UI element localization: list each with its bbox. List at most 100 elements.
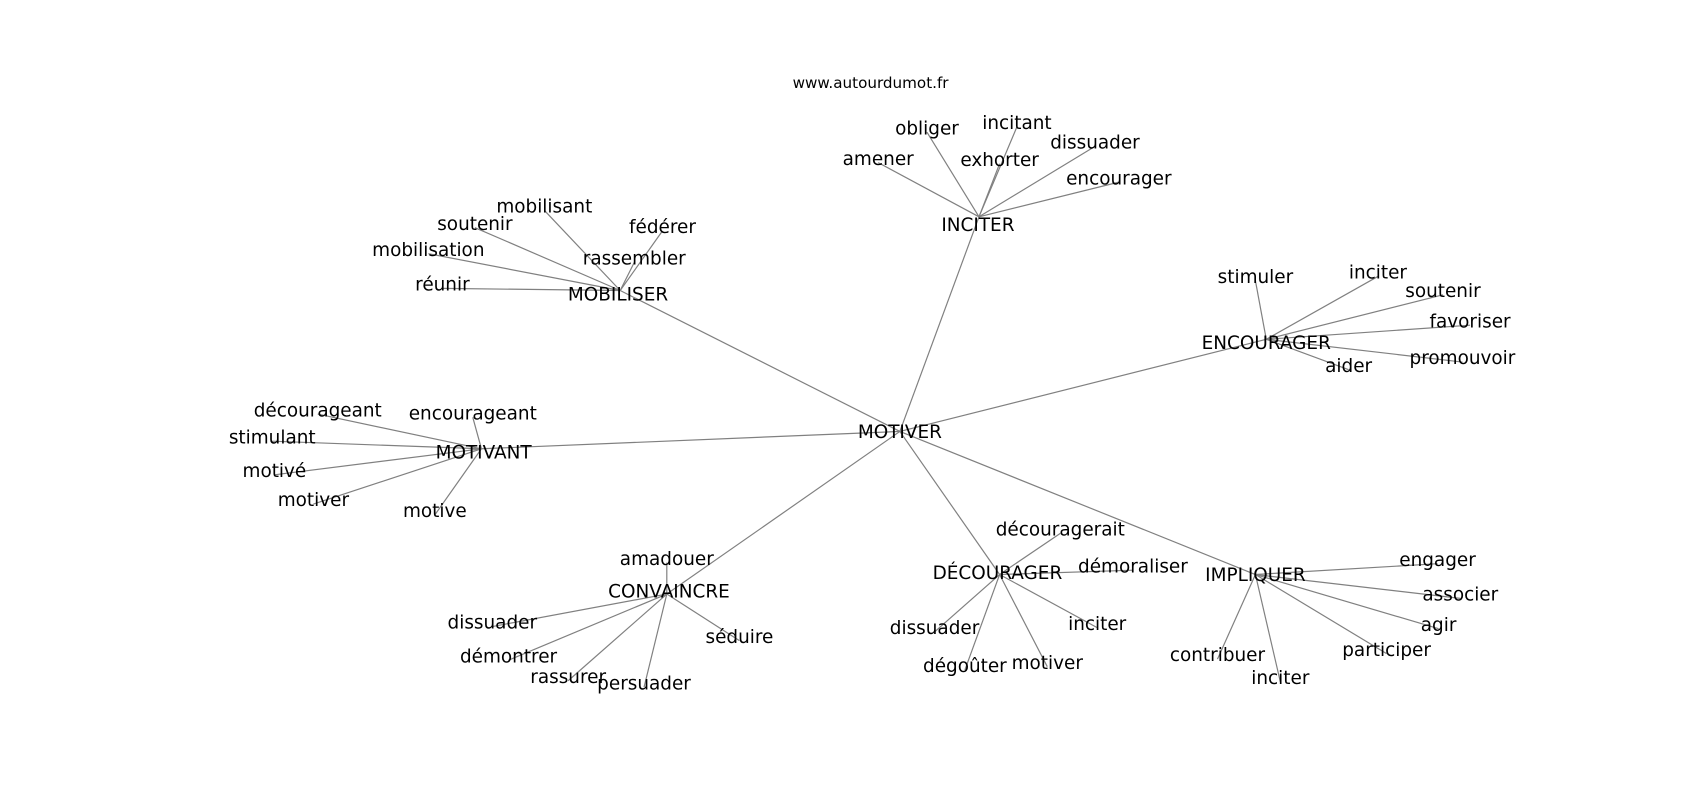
node-leaf[interactable]: associer — [1422, 585, 1498, 606]
edge-0-1 — [926, 131, 980, 218]
node-leaf[interactable]: promouvoir — [1410, 348, 1516, 369]
node-leaf[interactable]: réunir — [415, 275, 470, 296]
node-leaf[interactable]: amener — [843, 149, 915, 170]
node-leaf[interactable]: inciter — [1251, 668, 1310, 689]
node-leaf[interactable]: aider — [1325, 356, 1372, 377]
edge-5-0 — [999, 532, 1061, 576]
edge-root-4 — [666, 430, 901, 595]
edge-4-4 — [567, 593, 668, 682]
node-cluster[interactable]: CONVAINCRE — [608, 581, 730, 602]
node-leaf[interactable]: participer — [1342, 640, 1431, 661]
edge-0-0 — [877, 162, 980, 218]
edge-5-5 — [999, 574, 1048, 667]
node-leaf[interactable]: dissuader — [890, 618, 980, 639]
node-leaf[interactable]: stimuler — [1218, 267, 1294, 288]
node-leaf[interactable]: dégoûter — [923, 656, 1007, 677]
node-leaf[interactable]: démontrer — [460, 646, 558, 667]
edge-6-4 — [1255, 574, 1387, 655]
node-leaf[interactable]: dissuader — [448, 613, 538, 634]
node-leaf[interactable]: amadouer — [620, 549, 714, 570]
node-leaf[interactable]: encourager — [1066, 168, 1172, 189]
node-cluster[interactable]: IMPLIQUER — [1205, 565, 1306, 586]
node-leaf[interactable]: persuader — [597, 673, 691, 694]
node-leaf[interactable]: démoraliser — [1078, 556, 1188, 577]
edge-5-1 — [999, 569, 1133, 576]
edge-4-1 — [492, 593, 667, 628]
edge-1-2 — [619, 230, 663, 291]
edge-1-0 — [543, 209, 621, 291]
node-leaf[interactable]: motivé — [243, 461, 307, 482]
node-leaf[interactable]: dissuader — [1050, 133, 1140, 154]
node-leaf[interactable]: incitant — [982, 113, 1051, 134]
node-leaf[interactable]: encourageant — [409, 404, 537, 425]
node-leaf[interactable]: mobilisant — [496, 196, 592, 217]
edge-1-1 — [474, 227, 621, 292]
node-leaf[interactable]: motiver — [1012, 653, 1084, 674]
edge-root-5 — [899, 431, 1001, 575]
edges — [272, 126, 1471, 688]
node-leaf[interactable]: découragerait — [996, 520, 1125, 541]
edge-4-5 — [643, 593, 668, 688]
edge-root-1 — [619, 289, 901, 432]
node-cluster[interactable]: MOBILISER — [568, 284, 668, 305]
edge-3-4 — [313, 448, 482, 505]
node-leaf[interactable]: rassurer — [530, 667, 606, 688]
edge-root-2 — [899, 338, 1267, 433]
node-leaf[interactable]: favoriser — [1430, 311, 1512, 332]
node-leaf[interactable]: rassembler — [583, 248, 686, 269]
edge-root-6 — [899, 430, 1256, 576]
edge-2-5 — [1266, 338, 1349, 371]
edge-5-4 — [964, 574, 1001, 671]
edge-root-3 — [481, 430, 900, 450]
edge-2-0 — [1254, 280, 1267, 340]
edge-3-2 — [272, 440, 482, 450]
edge-6-0 — [1255, 563, 1438, 576]
edge-4-3 — [508, 593, 668, 661]
node-leaf[interactable]: fédérer — [629, 217, 696, 238]
edge-0-4 — [978, 145, 1096, 218]
edge-3-3 — [274, 448, 482, 476]
node-leaf[interactable]: exhorter — [960, 150, 1039, 171]
edge-1-5 — [442, 287, 621, 292]
node-root[interactable]: MOTIVER — [858, 422, 942, 443]
node-cluster[interactable]: MOTIVANT — [436, 443, 533, 464]
node-leaf[interactable]: séduire — [705, 627, 773, 648]
edge-3-0 — [317, 413, 482, 450]
edge-1-3 — [428, 253, 621, 292]
edge-2-2 — [1266, 294, 1444, 340]
node-leaf[interactable]: mobilisation — [372, 240, 484, 261]
site-title: www.autourdumot.fr — [793, 74, 950, 92]
node-leaf[interactable]: obliger — [895, 118, 959, 139]
edge-6-5 — [1254, 574, 1281, 682]
edge-6-3 — [1216, 574, 1256, 660]
node-leaf[interactable]: soutenir — [1405, 281, 1481, 302]
edge-2-1 — [1265, 275, 1379, 340]
edge-6-2 — [1255, 573, 1439, 630]
edge-0-5 — [978, 181, 1119, 218]
edge-4-2 — [666, 593, 740, 642]
nodes: amener obliger incitant exhorter dissuader en… — [229, 113, 1516, 694]
edge-5-3 — [999, 574, 1098, 629]
node-cluster[interactable]: DÉCOURAGER — [933, 562, 1063, 584]
edge-2-3 — [1266, 324, 1471, 340]
edge-6-1 — [1255, 573, 1461, 599]
node-leaf[interactable]: stimulant — [229, 427, 316, 448]
node-leaf[interactable]: décourageant — [254, 400, 382, 421]
edge-root-0 — [899, 216, 980, 432]
edge-3-5 — [434, 448, 482, 516]
edge-5-2 — [934, 574, 1000, 633]
edge-2-4 — [1266, 338, 1463, 363]
node-leaf[interactable]: motiver — [278, 490, 350, 511]
node-leaf[interactable]: soutenir — [437, 214, 513, 235]
edge-0-3 — [978, 163, 1001, 218]
node-leaf[interactable]: agir — [1421, 615, 1457, 636]
node-cluster[interactable]: INCITER — [941, 215, 1014, 236]
node-leaf[interactable]: engager — [1399, 550, 1476, 571]
node-leaf[interactable]: inciter — [1349, 263, 1408, 284]
edge-1-4 — [619, 262, 635, 291]
node-leaf[interactable]: motive — [403, 501, 467, 522]
node-cluster[interactable]: ENCOURAGER — [1202, 333, 1331, 354]
node-leaf[interactable]: contribuer — [1170, 645, 1266, 666]
node-leaf[interactable]: inciter — [1068, 614, 1127, 635]
